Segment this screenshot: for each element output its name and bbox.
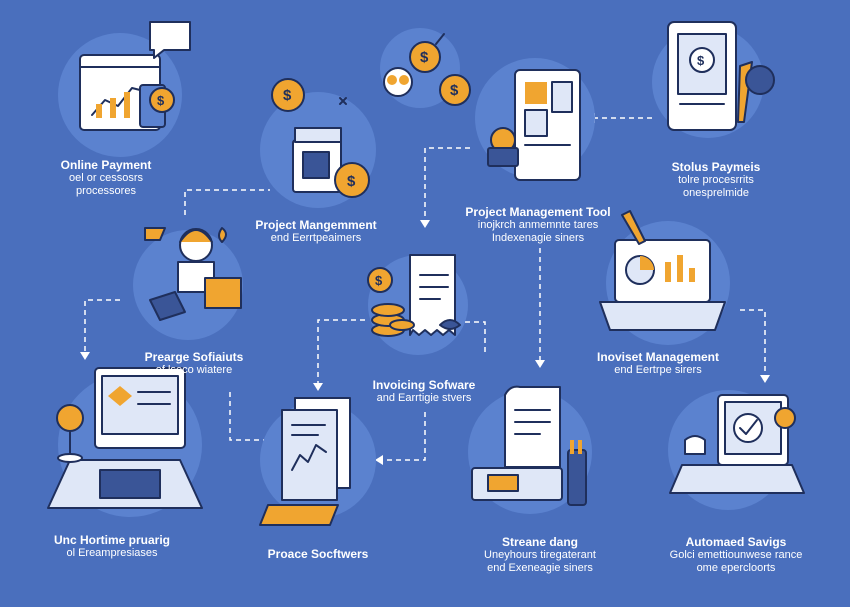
title-prearge-sofiaiuts: Prearge Sofiaiuts — [144, 350, 244, 364]
label-project-management-tool: Project Management Tool inojkrch anmemnt… — [465, 205, 610, 245]
title-unc-hortime: Unc Hortime pruarig — [53, 533, 171, 547]
title-invoicing-sofware: Invoicing Sofware — [372, 378, 476, 392]
tablet-pen-icon: $ — [667, 21, 775, 131]
receipt-tools-icon — [471, 385, 587, 506]
sub-prearge-sofiaiuts-1: of lseco wiatere — [155, 364, 233, 376]
laptop-check-icon — [669, 394, 805, 494]
label-unc-hortime: Unc Hortime pruarig ol Ereampresiases — [54, 533, 170, 560]
label-online-payment: Online Payment oel or cessosrs processor… — [61, 158, 152, 198]
svg-text:$: $ — [283, 87, 292, 104]
sub-stolus-paymeis-2: onesprelmide — [682, 187, 750, 199]
sub-project-management-tool-1: inojkrch anmemnte tares — [477, 219, 599, 231]
sub-online-payment-2: processores — [76, 185, 136, 197]
laptop-chart-icon — [599, 210, 726, 331]
person-box-icon — [144, 227, 242, 321]
sub-online-payment-1: oel or cessosrs — [69, 172, 143, 184]
title-online-payment: Online Payment — [60, 158, 152, 172]
label-automaed-savigs: Automaed Savigs Golci emettiounwese ranc… — [670, 535, 803, 575]
title-proace-socftwers: Proace Socftwers — [267, 547, 369, 561]
connector-7 — [465, 321, 486, 352]
label-inoviset-management: Inoviset Management end Eertrpe sirers — [597, 350, 719, 377]
title-streane-dang: Streane dang — [501, 535, 579, 549]
title-stolus-paymeis: Stolus Paymeis — [671, 160, 761, 174]
connector-2 — [84, 299, 120, 352]
svg-text:$: $ — [157, 93, 165, 108]
label-proace-socftwers: Proace Socftwers — [268, 547, 369, 561]
label-project-mangemment: Project Mangemment end Eerrtpeaimers — [255, 218, 376, 245]
title-project-mangemment: Project Mangemment — [255, 218, 377, 232]
sub-automaed-savigs-2: ome epercloorts — [696, 562, 776, 574]
connector-1 — [184, 189, 270, 215]
arrowhead-4 — [535, 360, 545, 368]
arrowhead-1 — [80, 352, 90, 360]
svg-text:$: $ — [697, 53, 705, 68]
sub-invoicing-sofware-1: and Earrtigie stvers — [376, 392, 472, 404]
svg-text:$: $ — [375, 273, 383, 288]
svg-text:$: $ — [420, 49, 429, 66]
arrowhead-6 — [375, 455, 383, 465]
arrowhead-7 — [760, 375, 770, 383]
monitor-lamp-icon — [47, 367, 203, 509]
sub-unc-hortime-1: ol Ereampresiases — [66, 547, 158, 559]
title-automaed-savigs: Automaed Savigs — [685, 535, 787, 549]
receipt-coins-icon: $ — [367, 254, 461, 337]
connector-9 — [383, 412, 426, 461]
title-project-management-tool: Project Management Tool — [465, 205, 611, 219]
arrowhead-5 — [313, 383, 323, 391]
sub-project-management-tool-2: Indexenagie siners — [491, 232, 585, 244]
connector-6 — [317, 319, 365, 383]
connector-3 — [424, 147, 470, 220]
tablet-dashboard-icon — [487, 69, 581, 181]
coins-people-icon: $ $ — [383, 33, 471, 106]
label-streane-dang: Streane dang Uneyhours tiregaterant end … — [484, 535, 596, 575]
label-prearge-sofiaiuts: Prearge Sofiaiuts of lseco wiatere — [145, 350, 244, 377]
label-stolus-paymeis: Stolus Paymeis tolre procesrrits onespre… — [672, 160, 761, 200]
svg-text:$: $ — [347, 173, 356, 190]
sub-inoviset-management-1: end Eertrpe sirers — [614, 364, 702, 376]
sub-project-mangemment-1: end Eerrtpeaimers — [270, 232, 362, 244]
label-invoicing-sofware: Invoicing Sofware and Earrtigie stvers — [373, 378, 476, 405]
arrowhead-2 — [420, 220, 430, 228]
title-inoviset-management: Inoviset Management — [596, 350, 720, 364]
sub-automaed-savigs-1: Golci emettiounwese rance — [669, 549, 803, 561]
connector-10 — [740, 309, 766, 375]
sub-stolus-paymeis-1: tolre procesrrits — [678, 174, 754, 186]
document-chart-icon — [259, 397, 351, 526]
sub-streane-dang-2: end Exeneagie siners — [487, 562, 593, 574]
safe-coins-icon: $ $ — [271, 78, 370, 198]
sub-streane-dang-1: Uneyhours tiregaterant — [484, 549, 596, 561]
svg-text:$: $ — [450, 82, 459, 99]
browser-chart-icon: $ — [79, 21, 191, 131]
